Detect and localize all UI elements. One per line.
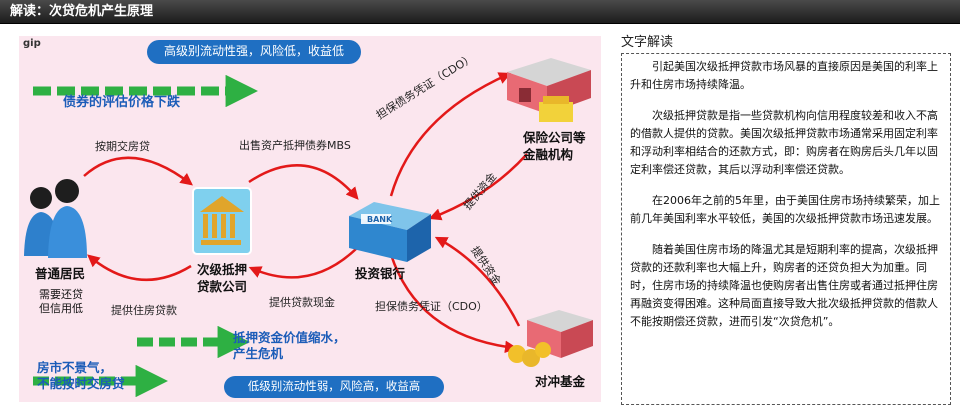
header-title: 解读：次贷危机产生原理 (10, 4, 154, 19)
trend-bottom-text-1: 房市不景气， (37, 360, 113, 375)
paragraph-1: 引起美国次级抵押贷款市场风暴的直接原因是美国的利率上升和住房市场持续降温。 (630, 60, 938, 91)
label-pay-loan: 按期交房贷 (95, 140, 150, 153)
paragraph-4: 随着美国住房市场的降温尤其是短期利率的提高，次级抵押贷款的还款利率也大幅上升，购… (630, 243, 938, 328)
paragraph-3: 在2006年之前的5年里，由于美国住房市场持续繁荣，加上前几年美国利率水平较低，… (630, 194, 940, 225)
header-bar: 解读：次贷危机产生原理 (0, 0, 960, 24)
node-subprime-2: 贷款公司 (197, 279, 248, 294)
label-loan-cash: 提供贷款现金 (269, 296, 335, 309)
bank-sign: BANK (367, 215, 393, 224)
label-cdo-bottom: 担保债务凭证（CDO） (375, 300, 488, 313)
top-banner-text: 高级别流动性强，风险低，收益低 (163, 44, 344, 58)
trend-top-text: 债券的评估价格下跌 (63, 95, 181, 110)
node-residents: 普通居民 (35, 266, 86, 281)
residents-icon (24, 179, 87, 258)
text-panel-title: 文字解读 (621, 35, 674, 50)
arrow-hedge-funds (434, 236, 521, 327)
arrow-cdo-top (389, 72, 512, 197)
diagram-graphics (24, 40, 593, 398)
node-insurance-1: 保险公司等 (523, 130, 586, 145)
trend-mid-text-1: 抵押资金价值缩水， (233, 330, 346, 345)
hedge-fund-building-icon (508, 310, 593, 367)
bottom-banner (224, 376, 444, 398)
arrow-cdo-bottom (387, 247, 518, 354)
node-residents-note-1: 需要还贷 (39, 288, 83, 301)
text-panel-box: 引起美国次级抵押贷款市场风暴的直接原因是美国的利率上升和住房市场持续降温。 次级… (621, 53, 951, 405)
subprime-company-icon (192, 187, 252, 255)
insurance-building-icon (507, 58, 591, 122)
trend-bottom-text-2: 不能按时交房贷 (37, 376, 125, 391)
node-residents-note-2: 但信用低 (39, 302, 83, 315)
arrow-sell-mbs (248, 164, 359, 200)
label-provide-loan: 提供住房贷款 (111, 304, 177, 317)
label-sell-mbs: 出售资产抵押债券MBS (239, 139, 351, 152)
diagram-panel: gip 高级别流动性强，风险低，收益低 低级别流动性弱，风险高，收益高 债券的评… (19, 36, 601, 402)
node-bank: 投资银行 (355, 266, 406, 281)
arrow-provide-loan (87, 254, 192, 282)
paragraph-2: 次级抵押贷款是指一些贷款机构向信用程度较差和收入不高的借款人提供的贷款。美国次级… (630, 109, 938, 176)
arrow-pay-loan (83, 156, 193, 186)
node-subprime-1: 次级抵押 (197, 262, 248, 277)
arrow-loan-cash (248, 247, 358, 279)
trend-mid-text-2: 产生危机 (233, 346, 284, 361)
bottom-banner-text: 低级别流动性弱，风险高，收益高 (247, 379, 421, 393)
logo-text: gip (23, 38, 41, 49)
node-insurance-2: 金融机构 (523, 147, 574, 162)
top-banner (147, 40, 361, 64)
bank-icon (349, 202, 431, 262)
arrow-insurance-funds (428, 153, 528, 221)
node-hedge: 对冲基金 (535, 374, 586, 389)
